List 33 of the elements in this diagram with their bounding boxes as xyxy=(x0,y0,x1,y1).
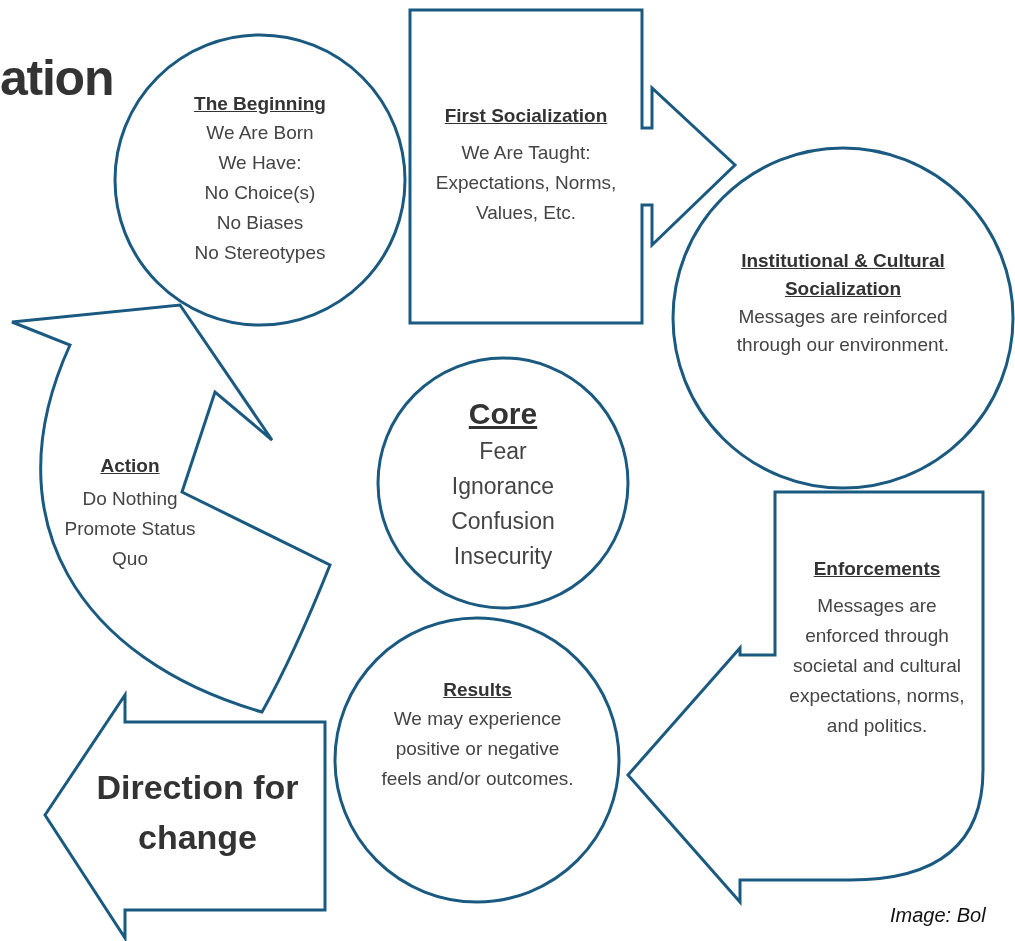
node-text: Confusion xyxy=(451,507,555,536)
node-text: We Are Taught: xyxy=(461,141,591,165)
node-heading: Institutional & Cultural Socialization xyxy=(740,249,946,301)
node-text: Messages are enforced through societal and cultural expectations, norms, and politics. xyxy=(788,594,966,738)
node-text: No Stereotypes xyxy=(194,241,326,265)
node-text: No Choice(s) xyxy=(204,181,316,205)
node-text: Expectations, Norms, Values, Etc. xyxy=(434,171,618,225)
node-heading: Enforcements xyxy=(813,557,941,581)
curved-arrow-shape xyxy=(626,490,986,905)
node-text: Fear xyxy=(479,437,527,466)
node-heading: First Socialization xyxy=(444,104,608,128)
node-heading: Results xyxy=(443,678,512,702)
node-text: Messages are reinforced through our environment. xyxy=(735,305,951,357)
circle-node xyxy=(669,146,1015,490)
node-heading: Core xyxy=(468,396,538,432)
image-credit: Image: Bol xyxy=(890,903,986,928)
node-text: No Biases xyxy=(216,211,304,235)
arrow-shape xyxy=(43,693,328,941)
node-heading: The Beginning xyxy=(194,92,326,116)
arrow-shape xyxy=(408,8,738,326)
node-text: Ignorance xyxy=(451,472,555,501)
title: ation xyxy=(0,49,114,108)
circle-node xyxy=(376,356,630,610)
node-heading: Action xyxy=(100,454,160,478)
node-text: We Have: xyxy=(218,151,302,175)
node-text: Promote Status Quo xyxy=(63,517,197,571)
node-text: Do Nothing xyxy=(82,487,178,511)
circle-node xyxy=(333,616,621,904)
node-text: Insecurity xyxy=(453,542,553,571)
node-heading: Direction for change xyxy=(95,767,300,858)
circle-node xyxy=(113,33,407,327)
node-text: We Are Born xyxy=(206,121,314,145)
node-text: We may experience positive or negative feels and/or outcomes. xyxy=(380,707,575,791)
